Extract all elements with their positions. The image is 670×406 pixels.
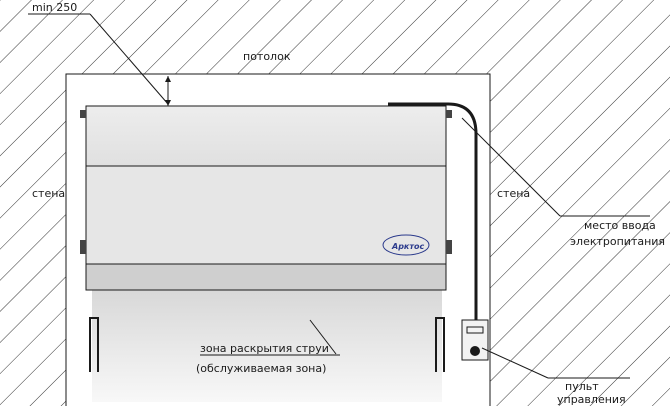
remote-control <box>461 319 489 361</box>
brand-logo: Арктос <box>382 234 430 256</box>
min-clearance-leader <box>89 13 169 105</box>
remote-label-2: управления <box>557 393 626 406</box>
power-cable <box>388 102 478 320</box>
power-entry-label-2: электропитания <box>570 235 665 248</box>
jet-zone-leader <box>309 319 337 355</box>
jet-zone-label-1: зона раскрытия струи <box>200 342 329 355</box>
brand-text: Арктос <box>391 242 424 251</box>
power-entry-label-1: место ввода <box>584 219 656 232</box>
air-curtain-unit <box>80 105 452 291</box>
jet-zone-label-2: (обслуживаемая зона) <box>196 362 326 375</box>
min-clearance-label: min 250 <box>32 1 77 14</box>
arrow-head-top <box>165 76 171 82</box>
jet-zone <box>92 290 442 402</box>
wall-right-label: стена <box>497 187 530 200</box>
remote-label-1: пульт <box>565 380 599 393</box>
wall-left-label: стена <box>32 187 65 200</box>
opening-outline <box>65 73 491 406</box>
ceiling-label: потолок <box>243 50 291 63</box>
jet-zone-bracket-left <box>89 317 99 372</box>
arrow-head-bottom <box>165 100 171 106</box>
power-entry-leader <box>461 117 561 217</box>
remote-leader <box>481 347 549 379</box>
jet-zone-bracket-right <box>435 317 445 372</box>
